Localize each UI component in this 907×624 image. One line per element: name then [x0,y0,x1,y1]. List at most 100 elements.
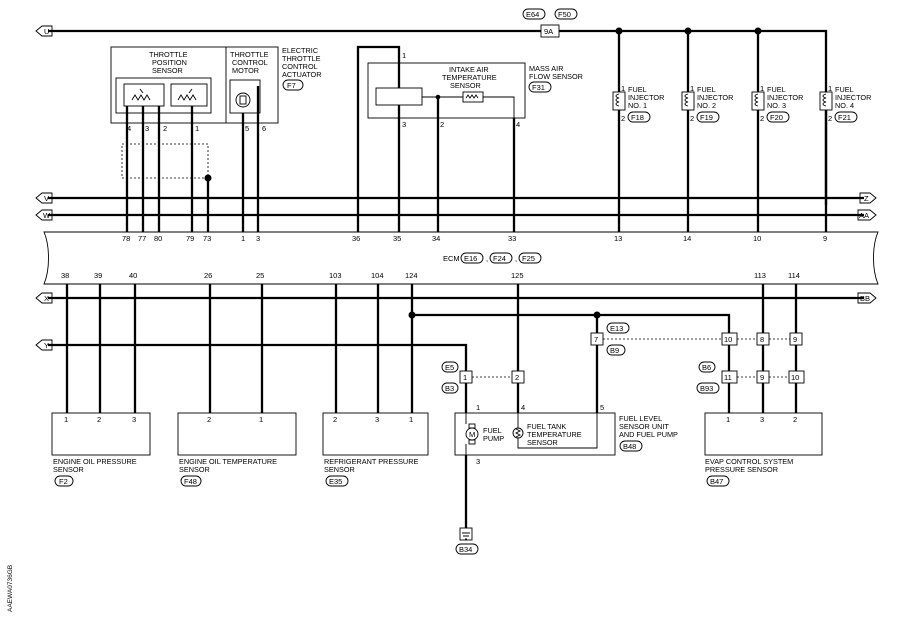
connector-e64: E64 [522,8,546,20]
svg-text:ACTUATOR: ACTUATOR [282,70,321,79]
svg-text:ECM: ECM [443,254,460,263]
svg-text:SENSOR: SENSOR [53,465,84,474]
svg-text:13: 13 [614,234,622,243]
svg-text:F31: F31 [532,83,545,92]
svg-text:1: 1 [409,415,413,424]
svg-text:Z: Z [864,194,869,203]
svg-text:73: 73 [203,234,211,243]
svg-text:F7: F7 [287,81,296,90]
bus-x: X BB [35,292,877,304]
svg-text:FUEL: FUEL [767,85,786,94]
svg-text:9: 9 [760,373,764,382]
fuel-injector-1: 1 2 FUEL INJECTOR NO. 1 F18 [612,31,664,232]
svg-text:E35: E35 [329,477,342,486]
svg-text:CONTROL: CONTROL [282,62,318,71]
svg-text:F25: F25 [522,254,535,263]
svg-text:1: 1 [259,415,263,424]
svg-text:NO. 3: NO. 3 [767,101,786,110]
svg-text:3: 3 [760,415,764,424]
svg-text:FUEL LEVEL: FUEL LEVEL [619,414,662,423]
svg-text:2: 2 [207,415,211,424]
svg-text:REFRIGERANT PRESSURE: REFRIGERANT PRESSURE [324,457,418,466]
svg-text:THROTTLE: THROTTLE [149,50,188,59]
svg-text:38: 38 [61,271,69,280]
svg-text:4: 4 [521,403,525,412]
svg-text:7: 7 [594,335,598,344]
svg-text:1: 1 [64,415,68,424]
svg-text:3: 3 [402,120,406,129]
svg-text:,: , [515,254,517,263]
svg-text:INJECTOR: INJECTOR [767,93,803,102]
svg-text:FUEL: FUEL [835,85,854,94]
svg-text:SENSOR: SENSOR [179,465,210,474]
svg-text:2: 2 [515,373,519,382]
svg-text:10: 10 [791,373,799,382]
figure-id: AAEWA0736GB [7,565,14,612]
svg-text:B3: B3 [445,384,454,393]
mass-air-flow-sensor: INTAKE AIR TEMPERATURE SENSOR MASS AIR F… [367,51,583,129]
svg-text:SENSOR: SENSOR [450,81,481,90]
svg-text:AAEWA0736GB: AAEWA0736GB [7,565,14,612]
svg-text:1: 1 [621,84,625,93]
ecm: ECM E16 , F24 , F25 78 77 80 79 73 1 3 3… [43,231,879,285]
svg-text:TEMPERATURE: TEMPERATURE [527,430,582,439]
fuel-level-sensor-unit-and-fuel-pump: 1 4 5 3 M FUEL PUMP FUEL TANK TEMPERATUR… [454,403,678,466]
svg-text:ENGINE OIL PRESSURE: ENGINE OIL PRESSURE [53,457,137,466]
svg-text:1: 1 [463,373,467,382]
svg-text:4: 4 [516,120,520,129]
svg-text:26: 26 [204,271,212,280]
svg-text:B34: B34 [459,545,472,554]
svg-text:2: 2 [760,114,764,123]
svg-text:34: 34 [432,234,440,243]
svg-text:ENGINE OIL TEMPERATURE: ENGINE OIL TEMPERATURE [179,457,277,466]
svg-text:9A: 9A [544,27,553,36]
svg-text:1: 1 [690,84,694,93]
svg-text:1: 1 [241,234,245,243]
connector-f50: F50 [554,8,578,20]
svg-text:104: 104 [371,271,384,280]
svg-text:3: 3 [375,415,379,424]
svg-text:AA: AA [859,211,869,220]
svg-text:INJECTOR: INJECTOR [697,93,733,102]
bus-v: V Z [35,192,877,204]
svg-text:B9: B9 [610,346,619,355]
svg-text:79: 79 [186,234,194,243]
svg-text:1: 1 [760,84,764,93]
svg-text:BB: BB [860,294,870,303]
maf-wires [356,45,516,232]
svg-text:F50: F50 [558,10,571,19]
svg-text:11: 11 [724,373,732,382]
svg-text:125: 125 [511,271,524,280]
svg-text:FLOW SENSOR: FLOW SENSOR [529,72,583,81]
svg-text:F20: F20 [770,113,783,122]
tps-wires [121,86,260,232]
ecm-bottom-wires [65,284,798,528]
svg-text:2: 2 [690,114,694,123]
svg-text:U: U [44,27,49,36]
svg-text:MOTOR: MOTOR [232,66,259,75]
svg-text:CONTROL: CONTROL [232,58,268,67]
svg-text:F19: F19 [700,113,713,122]
svg-text:AND FUEL PUMP: AND FUEL PUMP [619,430,678,439]
fuel-injector-3: 1 2 FUEL INJECTOR NO. 3 F20 [751,31,803,232]
svg-text:9: 9 [793,335,797,344]
svg-text:TEMPERATURE: TEMPERATURE [442,73,497,82]
fuel-injector-2: 1 2 FUEL INJECTOR NO. 2 F19 [681,31,733,232]
svg-text:INJECTOR: INJECTOR [628,93,664,102]
bus-w: W AA [35,209,877,221]
svg-text:SENSOR: SENSOR [152,66,183,75]
inline-connector-e13-b9: 7 10 8 9 E13 B9 [590,322,803,356]
svg-text:THROTTLE: THROTTLE [230,50,269,59]
svg-text:3: 3 [132,415,136,424]
svg-text:F21: F21 [838,113,851,122]
evap-control-system-pressure-sensor: 1 3 2 EVAP CONTROL SYSTEM PRESSURE SENSO… [704,412,823,487]
svg-text:NO. 2: NO. 2 [697,101,716,110]
svg-text:1: 1 [402,51,406,60]
svg-text:,: , [486,254,488,263]
svg-text:EVAP CONTROL SYSTEM: EVAP CONTROL SYSTEM [705,457,793,466]
svg-text:39: 39 [94,271,102,280]
offpage-u: U [35,25,53,37]
svg-text:THROTTLE: THROTTLE [282,54,321,63]
svg-text:F24: F24 [493,254,506,263]
svg-text:SENSOR: SENSOR [527,438,558,447]
